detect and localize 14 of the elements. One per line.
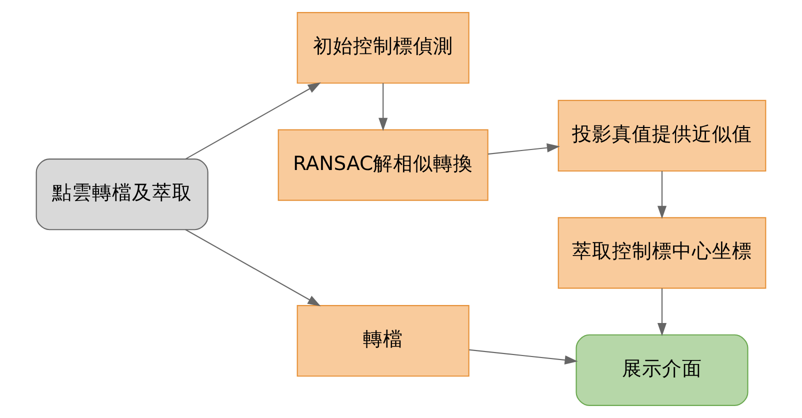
arrow — [657, 288, 667, 336]
node-box: 轉檔 — [296, 305, 470, 377]
arrow — [657, 171, 667, 219]
node-box: 點雲轉檔及萃取 — [36, 158, 208, 230]
arrow — [185, 82, 321, 160]
node-box: RANSAC解相似轉換 — [278, 129, 488, 201]
node-box: 初始控制標偵測 — [296, 12, 470, 84]
arrow — [488, 143, 560, 155]
arrow — [378, 83, 388, 131]
node-box: 萃取控制標中心坐標 — [558, 217, 766, 289]
node-box: 投影真值提供近似值 — [558, 100, 766, 172]
arrow — [469, 349, 578, 365]
node-box: 展示介面 — [576, 334, 748, 406]
arrow — [185, 229, 321, 306]
